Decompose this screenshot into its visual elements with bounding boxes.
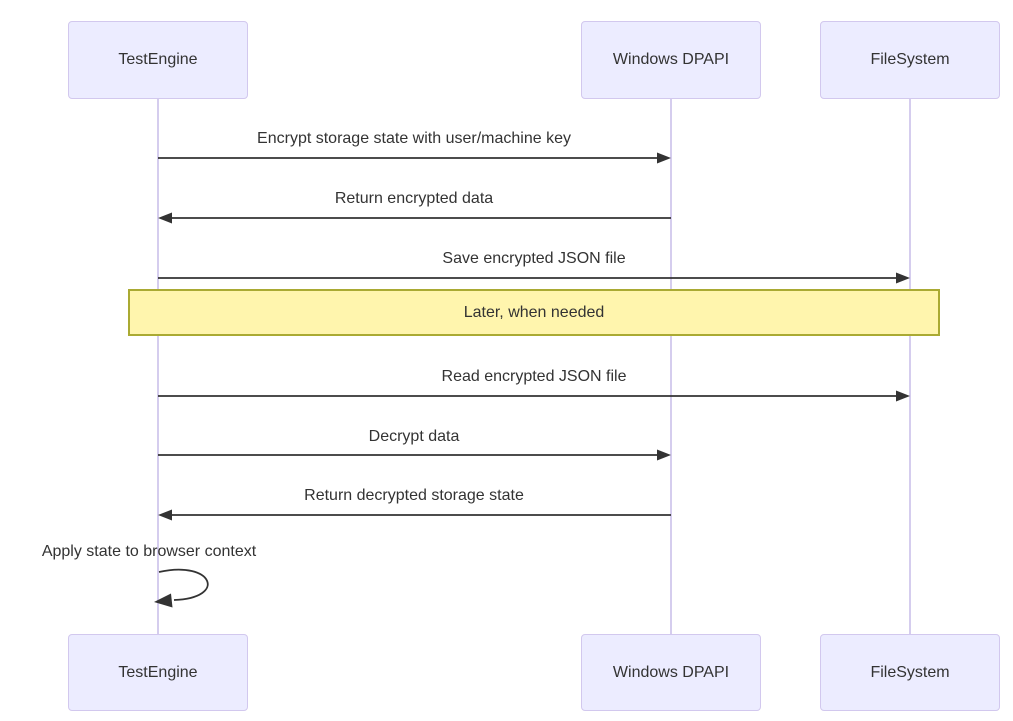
note-label: Later, when needed	[463, 303, 605, 321]
arrow-save-encrypted-json	[158, 272, 910, 284]
message-label-decrypt-data: Decrypt data	[368, 428, 460, 445]
message-label-read-encrypted-json: Read encrypted JSON file	[441, 368, 627, 385]
actor-top-testengine: TestEngine	[68, 21, 248, 99]
actor-label: Windows DPAPI	[612, 663, 730, 681]
actor-bottom-windows-dpapi: Windows DPAPI	[581, 634, 761, 711]
message-label-save-encrypted-json: Save encrypted JSON file	[442, 250, 626, 267]
arrow-return-encrypted-data	[158, 212, 671, 224]
arrow-encrypt-storage-state	[158, 152, 671, 164]
message-label-return-encrypted-data: Return encrypted data	[334, 190, 494, 207]
actor-label: TestEngine	[118, 663, 198, 681]
actor-label: FileSystem	[870, 51, 950, 68]
arrow-return-decrypted-state	[158, 509, 671, 521]
actor-label: FileSystem	[870, 663, 950, 681]
arrow-read-encrypted-json	[158, 390, 910, 402]
actor-label: Windows DPAPI	[612, 51, 730, 68]
message-label-return-decrypted-state: Return decrypted storage state	[304, 487, 524, 504]
note-later-when-needed: Later, when needed	[128, 289, 940, 336]
actor-top-windows-dpapi: Windows DPAPI	[581, 21, 761, 99]
actor-top-filesystem: FileSystem	[820, 21, 1000, 99]
actor-bottom-testengine: TestEngine	[68, 634, 248, 711]
self-loop-arrow	[154, 568, 209, 608]
message-label-encrypt-storage-state: Encrypt storage state with user/machine …	[257, 130, 571, 147]
actor-label: TestEngine	[118, 51, 198, 68]
message-label-apply-state-self: Apply state to browser context	[41, 543, 257, 560]
arrow-decrypt-data	[158, 449, 671, 461]
actor-bottom-filesystem: FileSystem	[820, 634, 1000, 711]
